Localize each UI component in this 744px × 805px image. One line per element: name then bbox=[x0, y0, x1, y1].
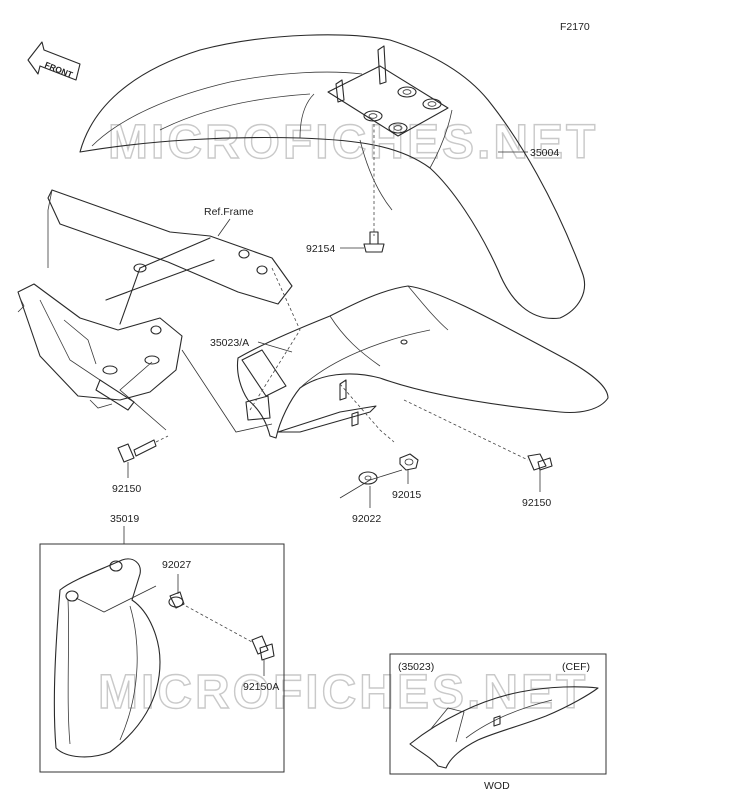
mud-guard-35019 bbox=[53, 558, 161, 758]
front-fender-35004 bbox=[79, 34, 586, 319]
label-92015: 92015 bbox=[392, 489, 421, 501]
label-92150a: 92150A bbox=[243, 681, 279, 693]
inset-variant-label: (CEF) bbox=[562, 661, 590, 673]
bolt-92150-right bbox=[527, 453, 553, 471]
inner-fender-35023a bbox=[236, 285, 609, 439]
bracket-92022-92015 bbox=[339, 469, 403, 499]
dashed-guide-92150a bbox=[185, 605, 253, 643]
front-arrow-icon: FRONT bbox=[27, 41, 81, 81]
front-arrow-label: FRONT bbox=[43, 60, 75, 81]
leader-35023a bbox=[257, 341, 293, 353]
label-35004: 35004 bbox=[530, 147, 559, 159]
dashed-guide-center bbox=[339, 383, 395, 443]
inset-note: WOD bbox=[484, 780, 510, 792]
label-92150-left: 92150 bbox=[112, 483, 141, 495]
box-35019 bbox=[39, 543, 285, 773]
washer-92022 bbox=[358, 471, 378, 485]
frame-reference bbox=[17, 189, 293, 411]
inset-part-label: (35023) bbox=[398, 661, 434, 673]
label-35019: 35019 bbox=[110, 513, 139, 525]
leader-ref-frame bbox=[217, 218, 231, 237]
dashed-guide-right bbox=[403, 399, 529, 461]
bolt-92150a bbox=[251, 635, 275, 661]
figure-code: F2170 bbox=[560, 21, 590, 33]
collar-92027 bbox=[168, 591, 185, 609]
bracket-frame-fender bbox=[181, 349, 273, 433]
label-92027: 92027 bbox=[162, 559, 191, 571]
label-35023a: 35023/A bbox=[210, 337, 249, 349]
label-92154: 92154 bbox=[306, 243, 335, 255]
dashed-guide-92150-left bbox=[155, 435, 169, 443]
bolt-92154 bbox=[363, 231, 385, 253]
label-92022: 92022 bbox=[352, 513, 381, 525]
inset-box-35023 bbox=[389, 653, 607, 775]
nut-92015 bbox=[399, 453, 419, 471]
watermark-bottom: MICROFICHES.NET bbox=[98, 666, 588, 719]
watermark-top: MICROFICHES.NET bbox=[108, 116, 598, 169]
dashed-guide-frame bbox=[249, 267, 301, 411]
bolt-92150-left bbox=[117, 439, 157, 463]
label-92150-right: 92150 bbox=[522, 497, 551, 509]
inset-fender-35023 bbox=[409, 686, 599, 769]
label-ref-frame: Ref.Frame bbox=[204, 206, 254, 218]
bracket-92027 bbox=[75, 585, 157, 613]
bracket-92150-left bbox=[119, 361, 167, 431]
